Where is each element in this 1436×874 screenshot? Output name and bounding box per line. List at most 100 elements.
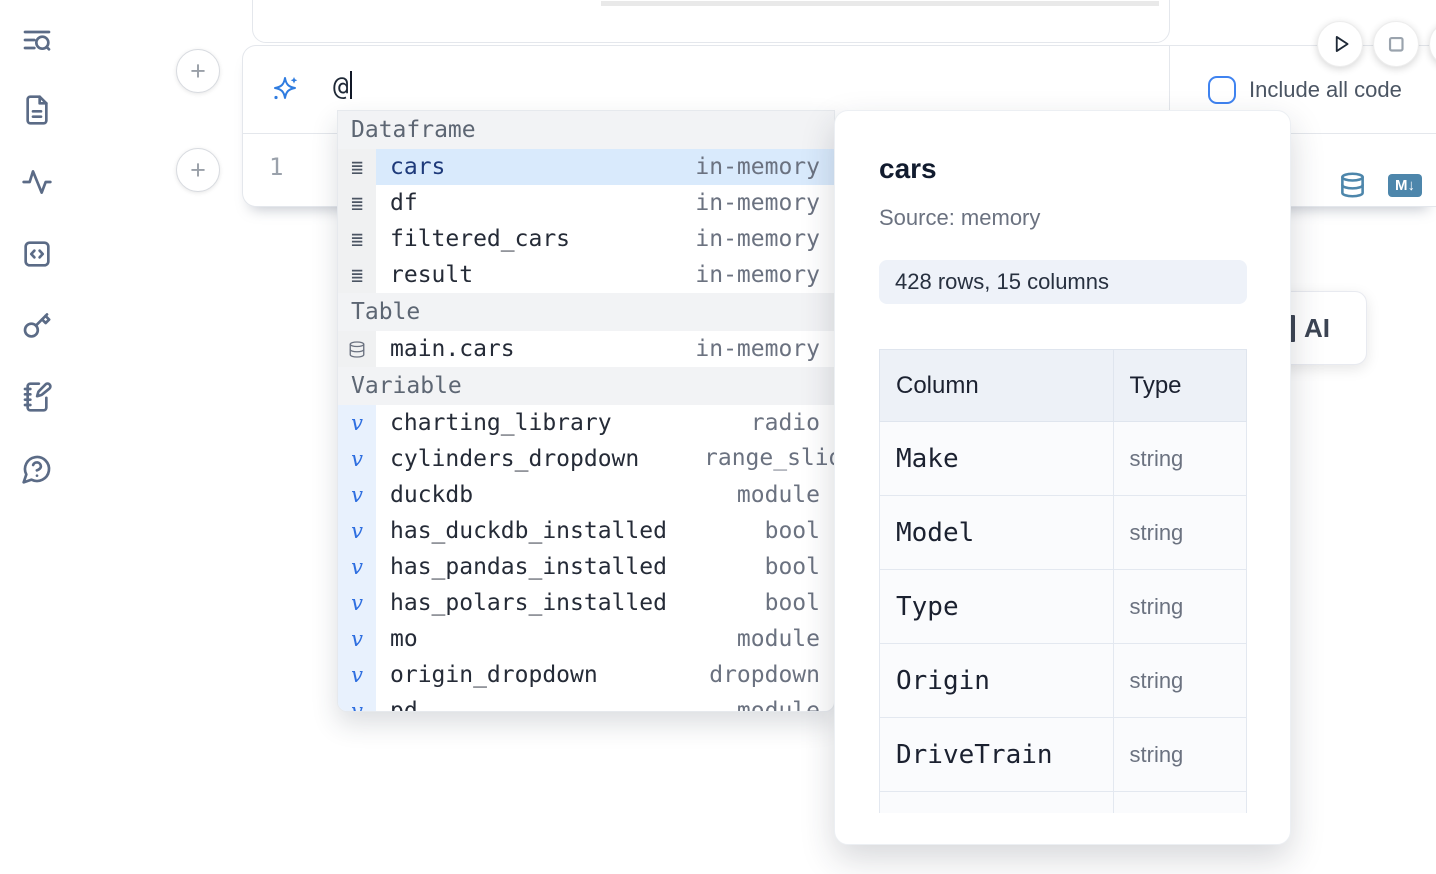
variable-icon: v <box>338 405 376 441</box>
dataframe-rows-icon: ≣ <box>338 185 376 221</box>
type-header: Type <box>1113 350 1247 422</box>
section-label: Table <box>351 299 420 325</box>
ai-prompt-input[interactable]: @ <box>333 71 352 102</box>
autocomplete-item-mo[interactable]: v mo module <box>338 621 834 657</box>
plus-icon: + <box>190 155 206 186</box>
variable-icon: v <box>338 441 376 477</box>
column-header: Column <box>880 350 1114 422</box>
stop-button[interactable] <box>1373 21 1419 67</box>
item-detail: radio <box>751 410 834 436</box>
item-name: main.cars <box>376 336 515 362</box>
variable-icon: v <box>338 513 376 549</box>
dataframe-rows-icon: ≣ <box>338 149 376 185</box>
section-header-table: Table <box>338 293 834 331</box>
column-type: string <box>1130 742 1184 767</box>
item-detail: bool <box>765 518 834 544</box>
column-name: Type <box>896 592 959 622</box>
item-name: mo <box>376 626 418 652</box>
variable-icon: v <box>338 549 376 585</box>
item-name: charting_library <box>376 410 612 436</box>
column-name: Model <box>896 518 974 548</box>
column-type: string <box>1130 594 1184 619</box>
autocomplete-item-origin-dropdown[interactable]: v origin_dropdown dropdown <box>338 657 834 693</box>
autocomplete-item-pd[interactable]: v pdmodule <box>338 693 834 712</box>
item-detail: in-memory <box>695 262 834 288</box>
autocomplete-item-has-pandas-installed[interactable]: v has_pandas_installedbool <box>338 549 834 585</box>
variable-icon: v <box>338 693 376 712</box>
schema-row: Model string <box>880 496 1247 570</box>
table-database-icon <box>338 331 376 367</box>
item-name: pd <box>376 698 418 712</box>
section-header-dataframe: Dataframe <box>338 111 834 149</box>
variable-icon: v <box>338 621 376 657</box>
autocomplete-item-has-polars-installed[interactable]: v has_polars_installedbool <box>338 585 834 621</box>
autocomplete-item-result[interactable]: ≣ result in-memory <box>338 257 834 293</box>
text-cursor <box>350 71 352 99</box>
previous-cell <box>252 0 1170 43</box>
item-detail: range_slider <box>704 445 835 471</box>
autocomplete-popup: Dataframe ≣ carsin-memory ≣ dfin-memory … <box>337 110 835 712</box>
help-chat-icon[interactable] <box>20 452 54 486</box>
column-name: Make <box>896 444 959 474</box>
column-name: DriveTrain <box>896 740 1053 770</box>
notebook-pen-icon[interactable] <box>20 380 54 414</box>
section-header-variable: Variable <box>338 367 834 405</box>
run-cell-button[interactable] <box>1317 21 1363 67</box>
schema-row: Origin string <box>880 644 1247 718</box>
dataframe-rows-icon: ≣ <box>338 257 376 293</box>
autocomplete-item-main-cars[interactable]: main.carsin-memory <box>338 331 834 367</box>
line-number: 1 <box>269 153 283 181</box>
include-all-code-checkbox[interactable] <box>1208 76 1236 104</box>
autocomplete-item-filtered-cars[interactable]: ≣ filtered_cars in-memory <box>338 221 834 257</box>
previous-cell-content-edge <box>601 1 1159 6</box>
autocomplete-item-duckdb[interactable]: v duckdbmodule <box>338 477 834 513</box>
autocomplete-item-df[interactable]: ≣ df in-memory <box>338 185 834 221</box>
item-detail: module <box>737 626 834 652</box>
activity-icon[interactable] <box>20 165 54 199</box>
add-cell-below-button[interactable]: + <box>176 148 220 192</box>
item-name: result <box>376 262 473 288</box>
preview-source: Source: memory <box>879 205 1040 231</box>
item-detail: in-memory <box>695 190 834 216</box>
play-icon <box>1327 31 1353 57</box>
sidebar <box>0 0 72 874</box>
autocomplete-item-has-duckdb-installed[interactable]: v has_duckdb_installed bool <box>338 513 834 549</box>
schema-row: Type string <box>880 570 1247 644</box>
stop-icon <box>1383 31 1409 57</box>
autocomplete-item-charting-library[interactable]: v charting_library radio <box>338 405 834 441</box>
item-name: has_duckdb_installed <box>376 518 667 544</box>
markdown-icon[interactable]: M↓ <box>1388 174 1422 197</box>
schema-row: DriveTrain string <box>880 718 1247 792</box>
section-label: Dataframe <box>351 117 476 143</box>
key-icon[interactable] <box>20 308 54 342</box>
item-detail: in-memory <box>695 154 834 180</box>
item-name: filtered_cars <box>376 226 570 252</box>
variable-icon: v <box>338 657 376 693</box>
item-name: has_pandas_installed <box>376 554 667 580</box>
sparkles-icon <box>269 74 301 106</box>
autocomplete-item-cars[interactable]: ≣ cars in-memory <box>338 149 834 185</box>
preview-title: cars <box>879 153 937 185</box>
dataframe-rows-icon: ≣ <box>338 221 376 257</box>
variable-icon: v <box>338 477 376 513</box>
autocomplete-item-cylinders-dropdown[interactable]: v cylinders_dropdownrange_slider <box>338 441 834 477</box>
column-name: Origin <box>896 666 990 696</box>
add-cell-above-button[interactable]: + <box>176 49 220 93</box>
dataframe-preview-panel: cars Source: memory 428 rows, 15 columns… <box>834 110 1291 845</box>
item-name: df <box>376 190 418 216</box>
item-name: origin_dropdown <box>376 662 598 688</box>
item-detail: dropdown <box>709 662 834 688</box>
include-all-code-label: Include all code <box>1249 77 1402 103</box>
schema-table: Column Type Make string Model string Typ… <box>879 349 1247 813</box>
database-icon[interactable] <box>1339 171 1366 199</box>
code-square-icon[interactable] <box>20 237 54 271</box>
schema-row: Make string <box>880 422 1247 496</box>
shape-badge: 428 rows, 15 columns <box>879 260 1247 304</box>
list-search-icon[interactable] <box>20 23 54 57</box>
file-text-icon[interactable] <box>20 93 54 127</box>
item-name: cars <box>376 154 445 180</box>
cell-actions: M↓ <box>1339 171 1422 199</box>
ai-label: AI <box>1304 313 1330 344</box>
item-detail: in-memory <box>695 226 834 252</box>
schema-header-row: Column Type <box>880 350 1247 422</box>
